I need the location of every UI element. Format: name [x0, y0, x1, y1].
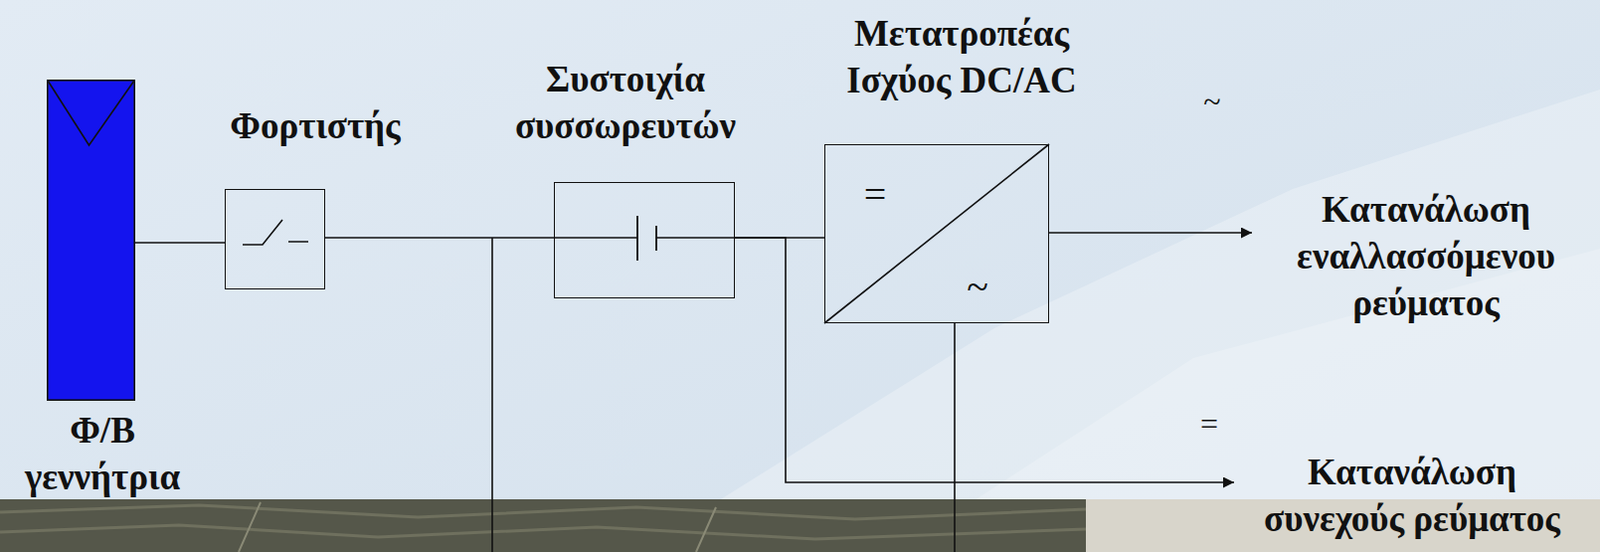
node-heading: Συστοιχία συσσωρευτών — [486, 56, 765, 151]
wire-connector — [734, 237, 1235, 483]
ac-symbol: ~ — [1203, 85, 1221, 118]
battery-box: Συστοιχία συσσωρευτών — [553, 181, 735, 299]
dc-symbol: = — [864, 175, 888, 215]
faint-hillside — [636, 89, 1600, 552]
photo-texture — [0, 505, 1086, 539]
node-text: Κατανάλωση εναλλασσόμενου ρεύματος — [1254, 186, 1598, 328]
inverter-box: Μετατροπέας Ισχύος DC/AC — [824, 144, 1050, 324]
inverter-diagonal — [824, 144, 1050, 324]
pv-panel — [47, 80, 135, 400]
charger-box: Φορτιστής — [224, 188, 326, 290]
dc-load: Κατανάλωση συνεχούς ρεύματος — [1237, 449, 1588, 543]
ac-load: Κατανάλωση εναλλασσόμενου ρεύματος — [1254, 186, 1598, 328]
battery-wire — [553, 236, 735, 239]
node-heading: Φορτιστής — [185, 103, 445, 151]
node-heading: Φ/Β γεννήτρια — [2, 407, 202, 502]
ground-wire — [491, 237, 494, 552]
node-heading: Μετατροπέας Ισχύος DC/AC — [802, 10, 1121, 105]
battery-plate — [655, 225, 658, 251]
photo-strip — [0, 499, 1086, 552]
wire-connector — [325, 236, 554, 239]
ground-wire — [953, 323, 956, 552]
ac-symbol: ~ — [966, 267, 989, 308]
battery-plate — [636, 215, 639, 261]
switch-symbol — [242, 219, 309, 245]
wire-connector — [1049, 231, 1252, 234]
node-text: Κατανάλωση συνεχούς ρεύματος — [1237, 449, 1588, 543]
pv-panel-graphic — [46, 79, 136, 401]
dc-symbol: = — [1200, 407, 1219, 440]
pv-panel-mark — [47, 80, 135, 146]
pv-generator: Φ/Β γεννήτρια — [46, 79, 136, 401]
photo-texture — [238, 502, 716, 552]
wire-connector — [135, 241, 225, 244]
